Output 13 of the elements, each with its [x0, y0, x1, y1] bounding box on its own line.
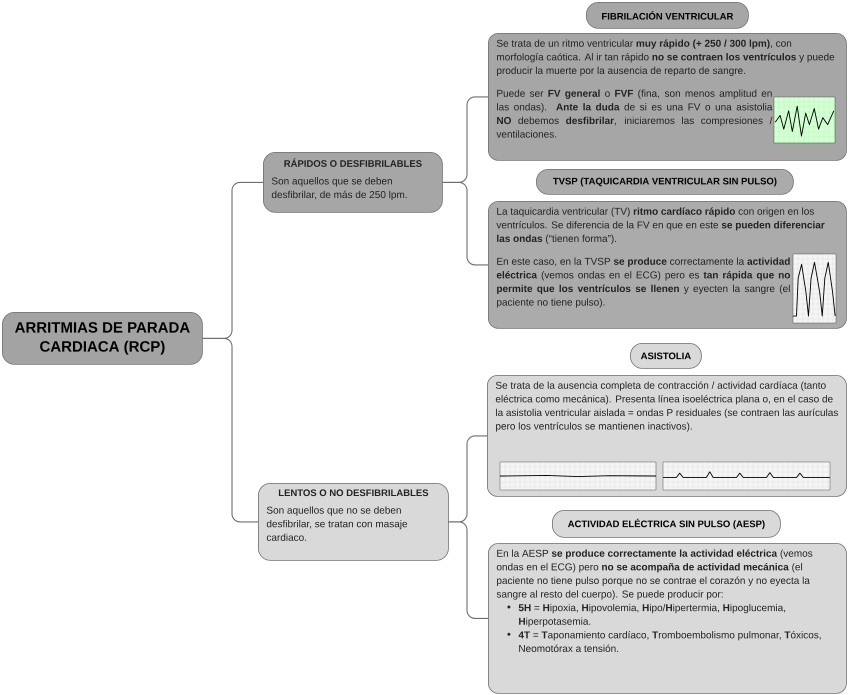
title-box: ARRITMIAS DE PARADA CARDIACA (RCP) — [2, 312, 203, 365]
content-box: En la AESP se produce correctamente la actividad eléctrica (vemos ondas en el ECG) pero no se acompaña de actividad mecánica (el paciente no tiene pulso porque no se contrae el corazón y no eyecta la sangre al resto del cuerpo). Se puede producir por: 5H = Hipoxia, Hipovolemia, Hipo/Hipertermia, Hipoglucemia, Hiperpotasemia. 4T = Taponamiento cardíaco, Tromboembolismo pulmonar, Tóxicos, Neomotórax a tensión. — [488, 543, 847, 694]
heading-pill: FIBRILACIÓN VENTRICULAR — [586, 2, 749, 29]
category-box: LENTOS O NO DESFIBRILABLES Son aquellos que no se deben desfibrilar, se tratan con masaje cardiaco. — [258, 483, 449, 561]
category-box: RÁPIDOS O DESFIBRILABLES Son aquellos que se deben desfibrilar, de más de 250 lpm. — [263, 152, 443, 213]
heading-pill: ASISTOLIA — [630, 343, 702, 369]
connector-line — [202, 338, 258, 522]
connector-line — [448, 521, 488, 619]
content-box: La taquicardia ventricular (TV) ritmo cardíaco rápido con origen en los ventrículos. Se diferencia de la FV en que en este se pueden diferenciar las ondas (“tienen forma”). En este caso, en la TVSP se produce correctamente la actividad eléctrica (vemos ondas en el ECG) pero es tan rápida que no permite que los ventrículos se llenen y eyecten la sangre (el paciente no tiene pulso). — [488, 201, 847, 329]
content-box: Se trata de un ritmo ventricular muy rápido (+ 250 / 300 lpm), con morfología caótica. Al ir tan rápido no se contraen los ventrículos y puede producir la muerte por la ausencia de reparto de sangre. Puede ser FV general o FVF (fina, son menos amplitud en las ondas). Ante la duda de si es una FV o una asistolia NO debemos desfibrilar, iniciaremos las compresiones / ventilaciones. — [488, 33, 847, 161]
heading-pill: ACTIVIDAD ELÉCTRICA SIN PULSO (AESP) — [552, 510, 781, 538]
connector-line — [442, 182, 488, 266]
heading-pill: TVSP (TAQUICARDIA VENTRICULAR SIN PULSO) — [536, 169, 794, 195]
